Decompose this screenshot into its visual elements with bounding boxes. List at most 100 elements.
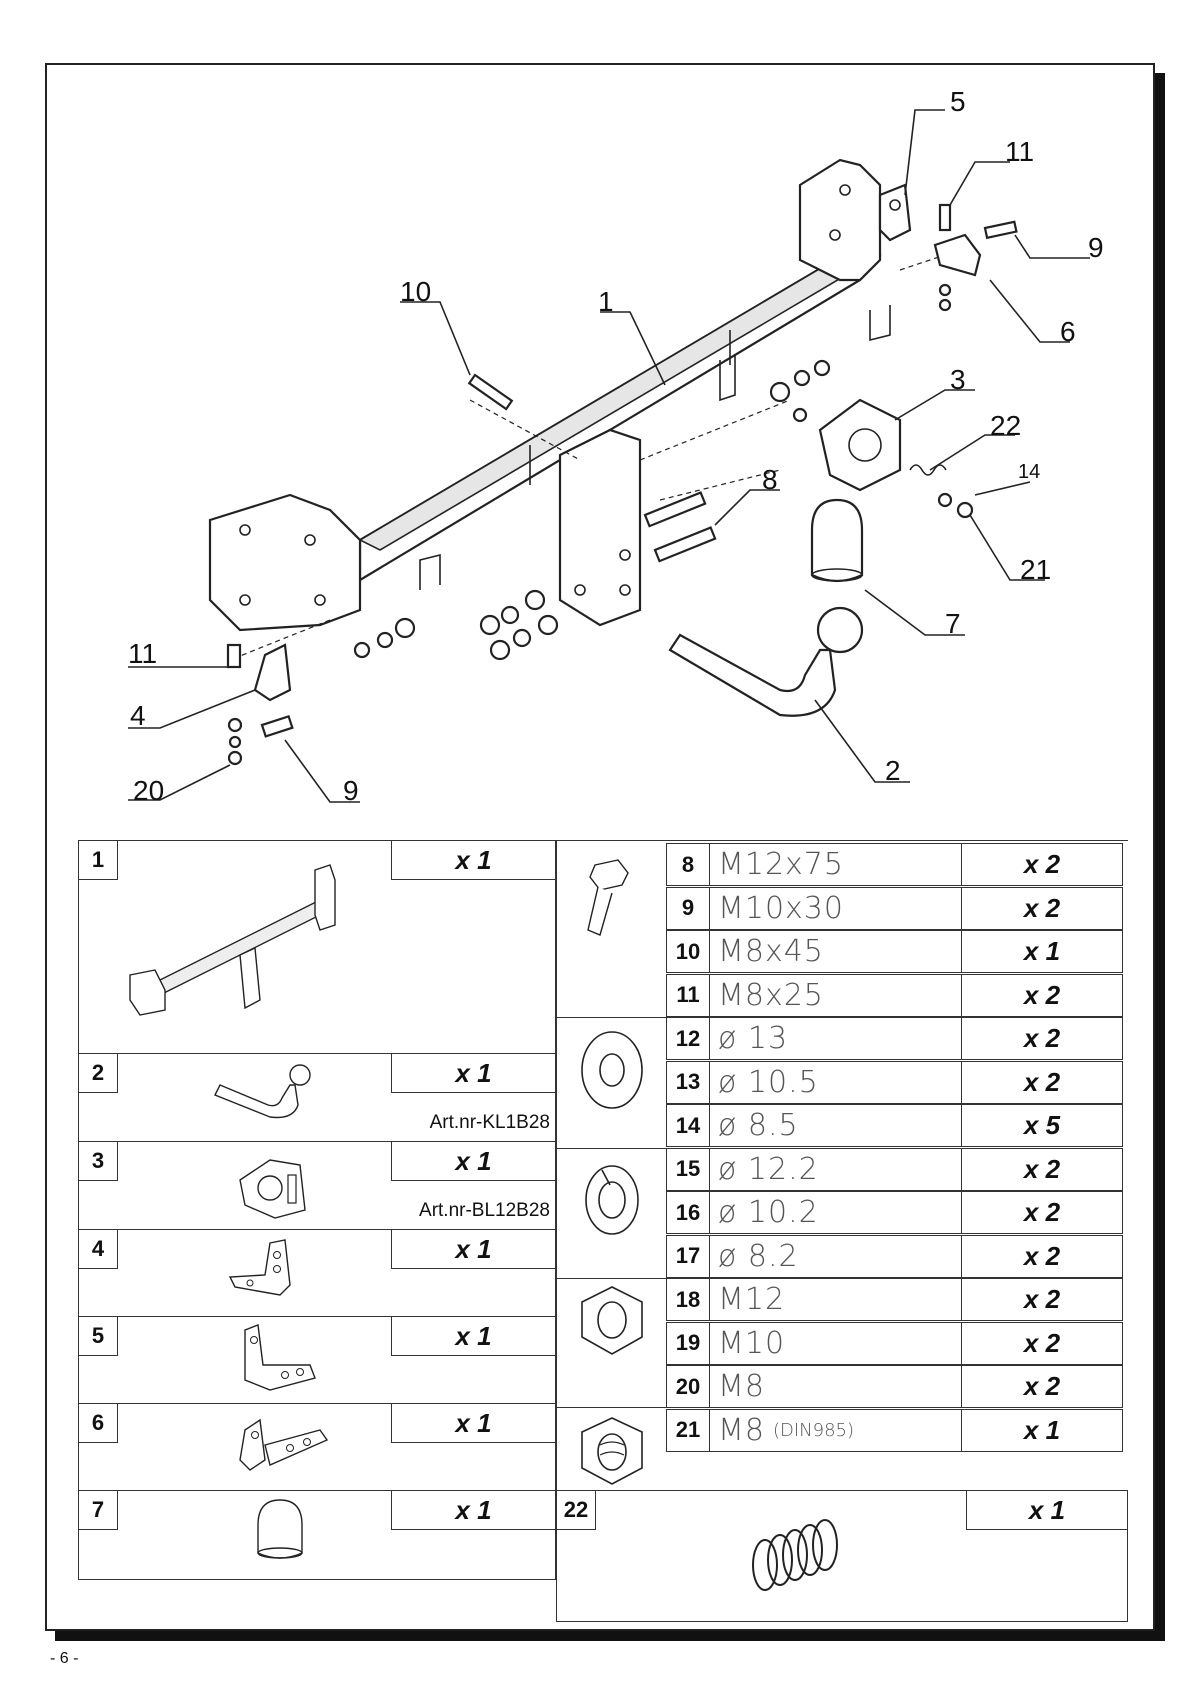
hardware-qty: x 2 [961,886,1123,930]
part-qty-1: x 1 [391,840,556,880]
row-divider [78,1053,556,1054]
hardware-qty: x 2 [961,1147,1123,1191]
hardware-size: M12x75 [709,843,962,886]
bracket-icon [239,1418,329,1471]
callout-22: 22 [990,410,1022,441]
art-number-3: Art.nr-BL12B28 [419,1200,550,1221]
part-qty-22: x 1 [966,1490,1128,1530]
hardware-size: M10x30 [709,886,962,930]
callout-3: 3 [950,364,966,395]
part-number-4: 4 [78,1229,118,1269]
hardware-number: 21 [666,1408,710,1452]
hardware-number: 12 [666,1017,710,1060]
hardware-qty: x 1 [961,1408,1123,1452]
hardware-qty: x 5 [961,1104,1123,1147]
part-qty-6: x 1 [391,1403,556,1443]
callout-4: 4 [130,700,146,731]
hardware-number: 9 [666,886,710,930]
hardware-number: 13 [666,1060,710,1104]
part-number-5: 5 [78,1316,118,1356]
part-qty-2: x 1 [391,1053,556,1093]
bracket-icon [244,1324,316,1391]
socket-plate-icon [239,1159,306,1219]
crossbar-icon [129,864,336,1016]
row-divider [78,1229,556,1230]
ball-cover-icon [257,1499,303,1559]
hardware-qty: x 2 [961,1191,1123,1234]
hardware-note: (DIN985) [772,1419,855,1441]
hardware-size: ø 10.5 [709,1060,962,1104]
hardware-number: 10 [666,930,710,973]
hardware-size: ø 10.2 [709,1191,962,1234]
hardware-number: 16 [666,1191,710,1234]
hardware-size: ø 13 [709,1017,962,1060]
callout-11-left: 11 [128,638,158,669]
callout-21: 21 [1020,554,1052,585]
hardware-qty: x 2 [961,1017,1123,1060]
hardware-drawing [226,183,1018,766]
hardware-qty: x 2 [961,1365,1123,1408]
crossbar-drawing [208,158,891,632]
callout-14: 14 [1018,461,1041,483]
part-number-6: 6 [78,1403,118,1443]
hardware-size: M8 [709,1365,962,1408]
bolt-icon [587,859,629,936]
hardware-number: 18 [666,1278,710,1321]
hardware-qty: x 2 [961,1278,1123,1321]
hardware-qty: x 1 [961,930,1123,973]
hardware-qty: x 2 [961,1321,1123,1365]
hardware-number: 19 [666,1321,710,1365]
ball-cover-drawing [810,498,864,583]
part-qty-5: x 1 [391,1316,556,1356]
hardware-number: 15 [666,1147,710,1191]
callout-9-left: 9 [343,775,359,806]
hardware-size: M10 [709,1321,962,1365]
spring-washer-icon [585,1165,639,1235]
hardware-size: M8x25 [709,973,962,1017]
exploded-assembly-drawing [128,109,1090,803]
callout-7: 7 [945,608,961,639]
callout-6: 6 [1060,316,1076,347]
hardware-qty: x 2 [961,973,1123,1017]
callout-10: 10 [400,276,432,307]
hardware-number: 17 [666,1234,710,1278]
hardware-number: 14 [666,1104,710,1147]
callout-11: 11 [1005,136,1035,167]
part-qty-7: x 1 [391,1490,556,1530]
hardware-size: M12 [709,1278,962,1321]
callout-9: 9 [1088,232,1104,263]
hardware-qty: x 2 [961,1060,1123,1104]
parts-table-left [78,840,556,1580]
art-number-2: Art.nr-KL1B28 [429,1112,550,1133]
callout-8: 8 [762,464,778,495]
spring-icon [752,1519,838,1591]
towball-icon [214,1064,311,1119]
part-number-22: 22 [556,1490,596,1530]
washer-icon [581,1031,643,1109]
hardware-number: 11 [666,973,710,1017]
part-qty-4: x 1 [391,1229,556,1269]
row-divider [78,1141,556,1142]
hardware-size: ø 8.5 [709,1104,962,1147]
hardware-qty: x 2 [961,1234,1123,1278]
parts-table-right [556,840,1128,1490]
hardware-qty: x 2 [961,843,1123,886]
hex-nut-icon [581,1286,643,1355]
page-number: - 6 - [50,1650,79,1667]
hardware-size: ø 8.2 [709,1234,962,1278]
part-number-2: 2 [78,1053,118,1093]
callout-2: 2 [885,755,901,786]
